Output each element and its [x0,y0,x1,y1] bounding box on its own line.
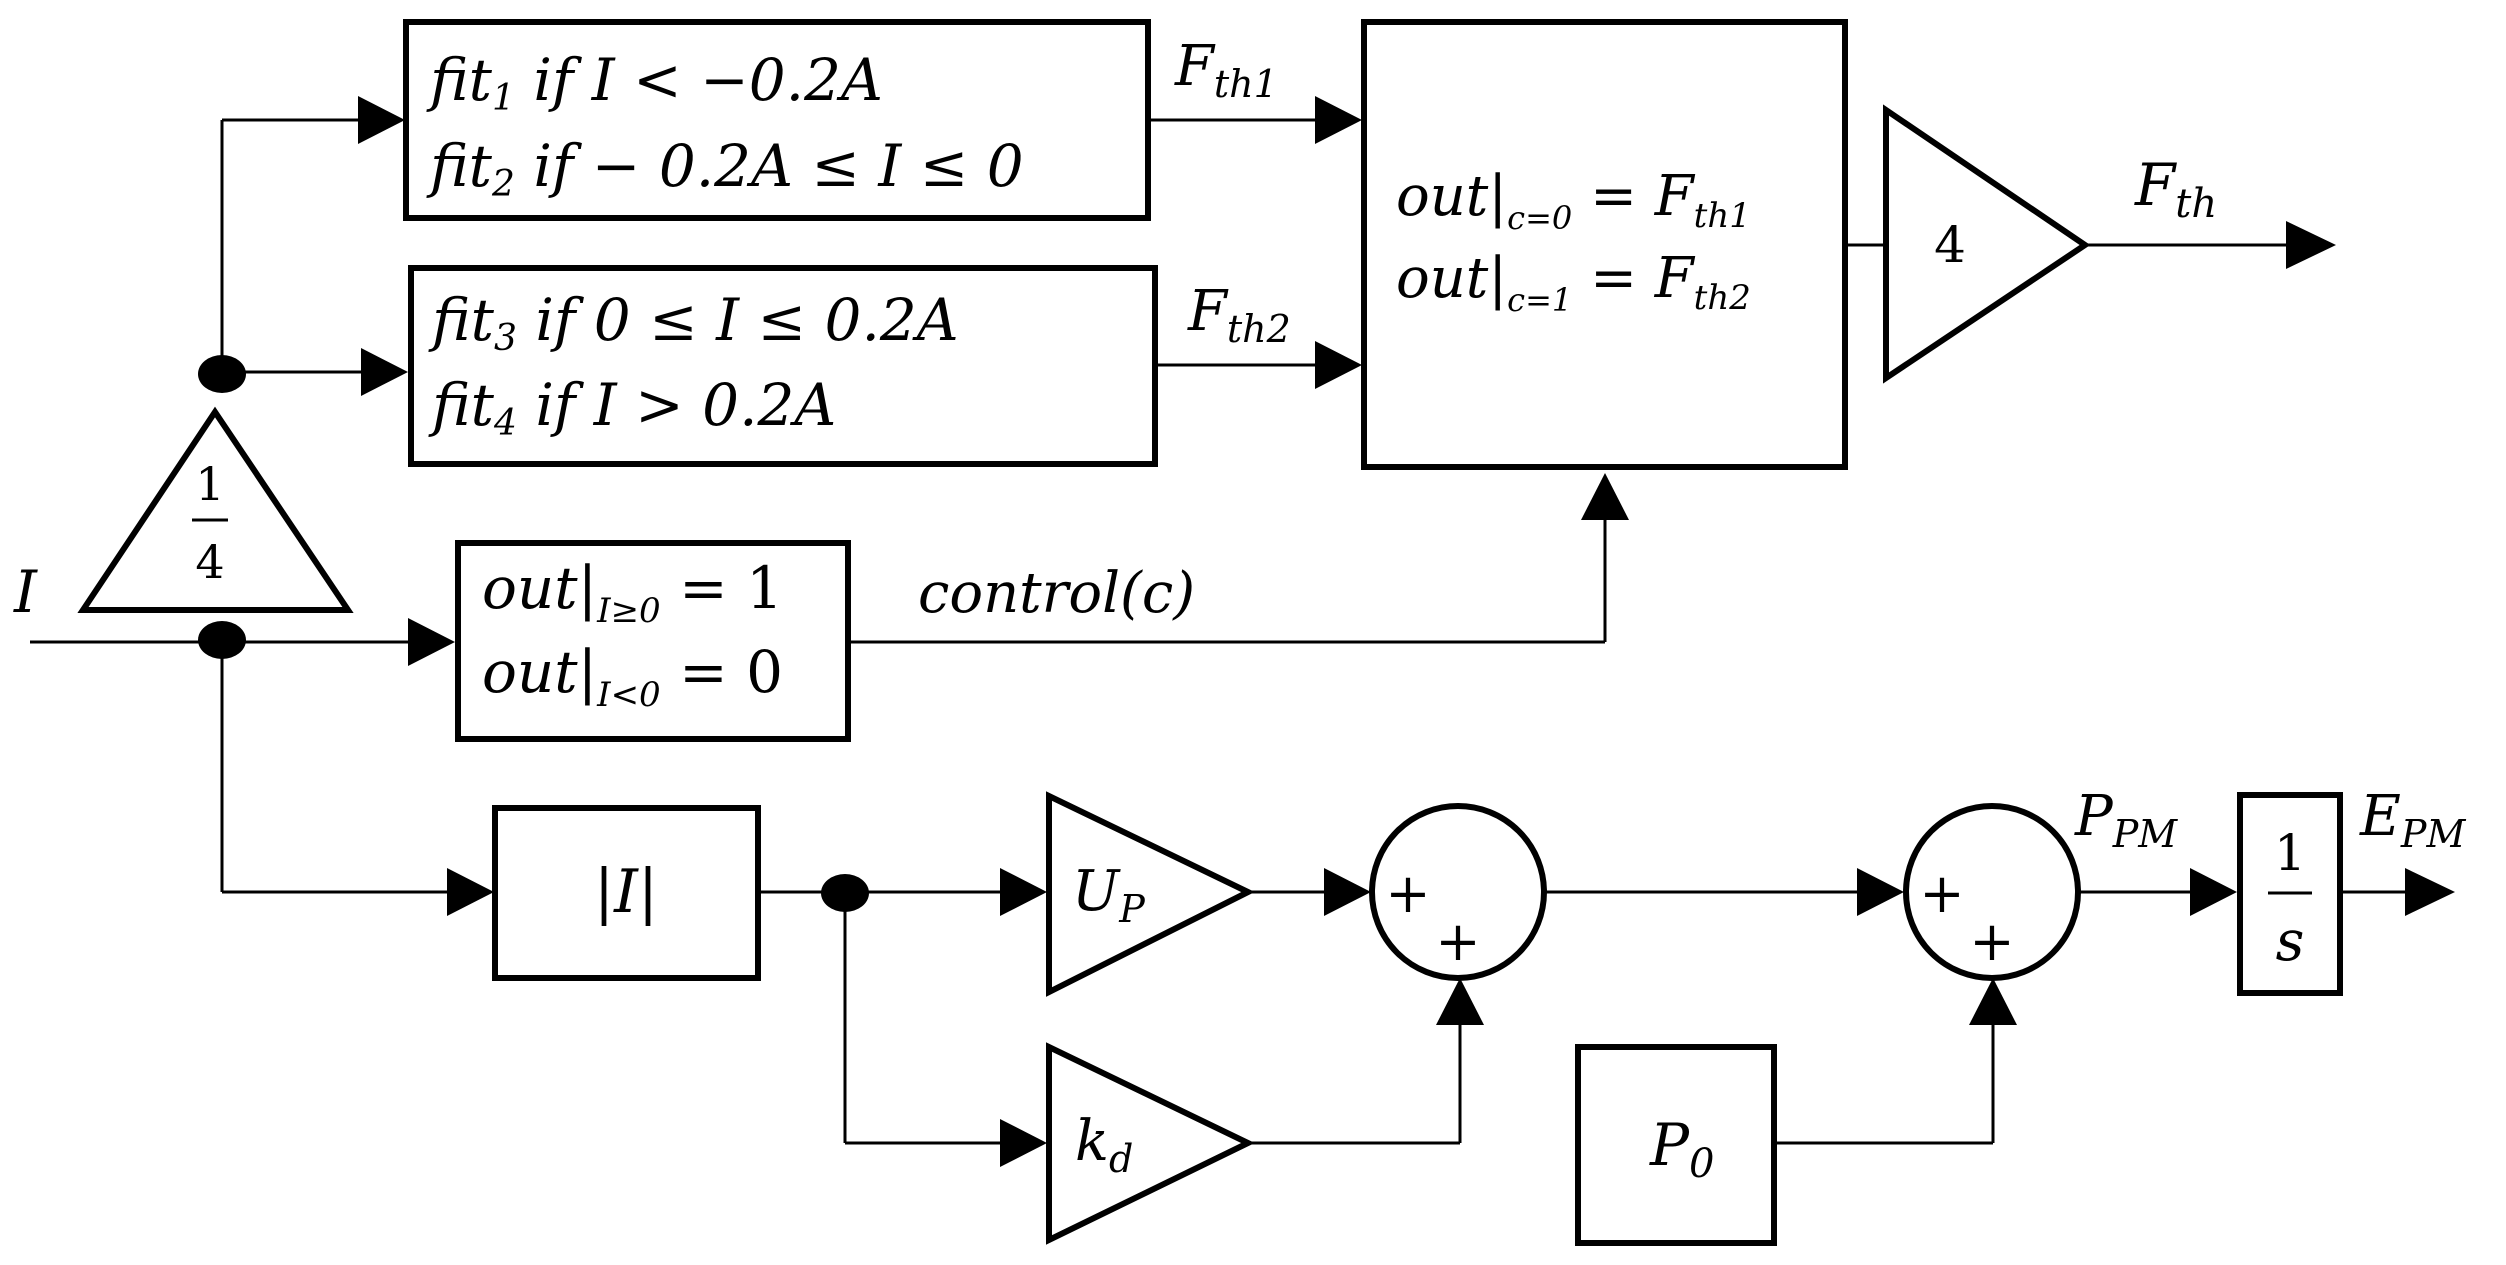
abs-block-label: |I| [594,857,658,927]
arrow-to-sum1-left [1324,868,1371,916]
arrow-to-kd [1000,1119,1047,1167]
p0-block [1575,1044,1777,1246]
ppm-label: PPM [2074,784,2178,856]
arrowheads [358,96,2455,1167]
sum-2-plus-bottom: + [1969,910,2014,973]
gain-4-triangle [1883,104,2091,384]
up-gain-triangle [1046,791,1255,997]
sum-1-plus-bottom: + [1435,910,1480,973]
arrow-control [1581,473,1629,520]
arrow-fth-out [2286,221,2336,269]
arrow-to-sum2-bottom [1969,978,2017,1025]
switch-block-line1: out|c=0 = Fth1 [1396,164,1751,237]
sum-junction-1 [1369,803,1547,981]
sum-2-plus-left: + [1919,862,1964,925]
arrow-to-fit1 [358,96,405,144]
integrator-num: 1 [2274,824,2306,882]
p0-block-label: P0 [1649,1111,1714,1187]
sum-junction-2 [1903,803,2081,981]
fit-block-1-line1: fit1 if I < −0.2A [426,46,883,119]
fth-label: Fth [2134,151,2217,227]
fth1-label: Fth1 [1174,34,1278,106]
control-label: control(c) [918,561,1195,626]
arrow-to-up [1000,868,1047,916]
junctions [198,355,869,912]
quarter-gain-triangle [77,406,354,613]
sign-block [455,540,851,742]
sign-block-line1: out|I≥0 = 1 [482,554,783,631]
arrow-fth2 [1315,341,1362,389]
integrator-den: s [2276,909,2305,974]
kd-gain-label: kd [1075,1109,1133,1181]
arrow-to-sum1-bottom [1436,978,1484,1025]
abs-block [492,805,761,981]
arrow-to-sign [408,618,455,666]
wires [30,118,2410,1145]
junction-top [198,355,246,393]
fit-block-2 [408,265,1158,467]
sum-1-plus-left: + [1385,862,1430,925]
arrow-to-fit2 [361,348,408,396]
fit-block-1 [403,19,1151,221]
fit-block-2-line1: fit3 if 0 ≤ I ≤ 0.2A [428,286,959,359]
quarter-gain-num: 1 [195,457,224,511]
arrow-to-sum2-left [1857,868,1904,916]
kd-gain-triangle [1046,1042,1255,1245]
arrow-fth1 [1315,96,1362,144]
switch-block-line2: out|c=1 = Fth2 [1396,246,1751,319]
fth2-label: Fth2 [1187,279,1291,351]
up-gain-label: UP [1072,859,1146,931]
junction-input [198,621,246,659]
junction-abs-out [821,874,869,912]
switch-block [1361,19,1848,470]
gain-4-label: 4 [1934,216,1966,274]
fit-block-1-line2: fit2 if − 0.2A ≤ I ≤ 0 [426,132,1024,205]
quarter-gain-den: 4 [195,535,224,589]
arrow-to-integrator [2190,868,2237,916]
input-label: I [13,558,38,626]
arrow-epm-out [2405,868,2455,916]
sign-block-line2: out|I<0 = 0 [482,638,783,715]
arrow-to-abs [447,868,494,916]
fit-block-2-line2: fit4 if I > 0.2A [428,371,836,444]
epm-label: EPM [2359,784,2466,856]
